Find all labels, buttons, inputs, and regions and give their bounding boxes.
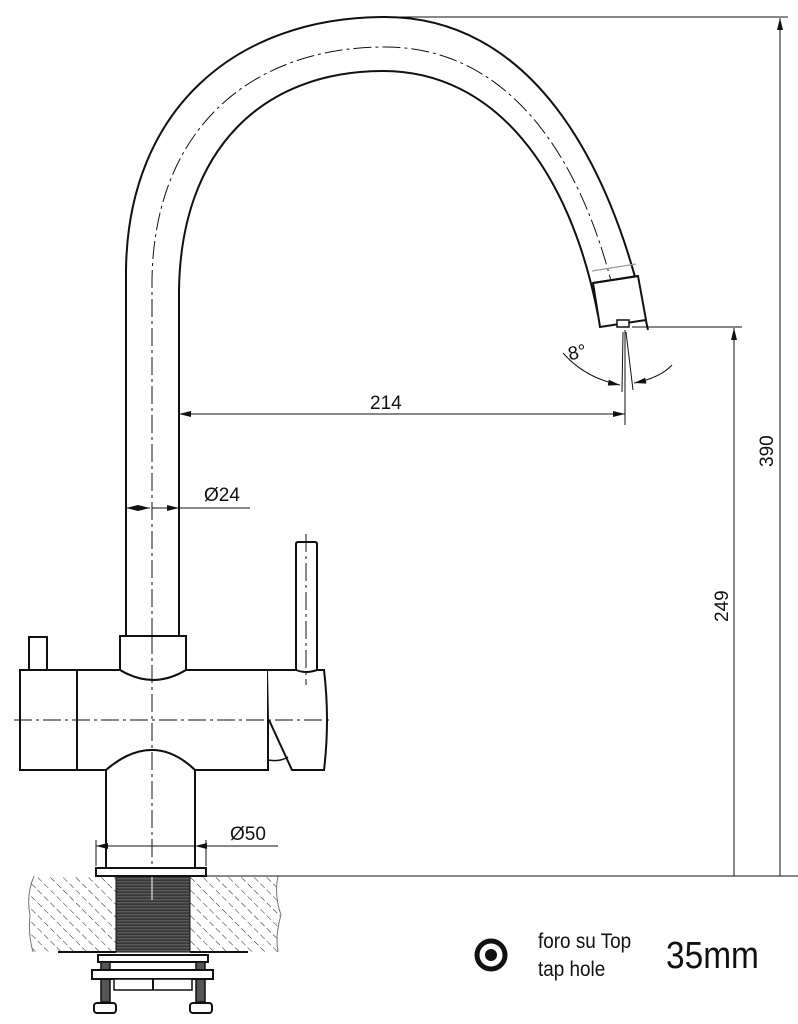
tap-hole-size: 35mm bbox=[666, 935, 759, 977]
threaded-shank bbox=[115, 875, 191, 953]
spout bbox=[125, 15, 649, 636]
countertop bbox=[28, 875, 282, 953]
spout-nozzle bbox=[591, 263, 648, 329]
tap-hole-icon bbox=[474, 938, 508, 972]
tap-hole-legend: foro su Top tap hole 35mm bbox=[468, 924, 788, 994]
dim-spout-reach: 214 bbox=[370, 393, 402, 414]
tap-hole-label-it: foro su Top bbox=[538, 930, 632, 953]
dim-base-diameter: Ø50 bbox=[230, 824, 266, 845]
mounting-hardware bbox=[91, 867, 214, 1014]
dim-spout-diameter: Ø24 bbox=[204, 485, 240, 506]
tap-body bbox=[19, 635, 328, 869]
dim-total-height: 390 bbox=[757, 435, 778, 467]
tap-hole-label: foro su Top tap hole bbox=[538, 928, 631, 984]
tap-hole-label-en: tap hole bbox=[538, 958, 606, 981]
centerlines bbox=[14, 534, 332, 900]
dimension-lines bbox=[95, 16, 798, 877]
dim-spout-angle: 8° bbox=[566, 341, 588, 365]
dim-spout-height: 249 bbox=[712, 590, 733, 622]
